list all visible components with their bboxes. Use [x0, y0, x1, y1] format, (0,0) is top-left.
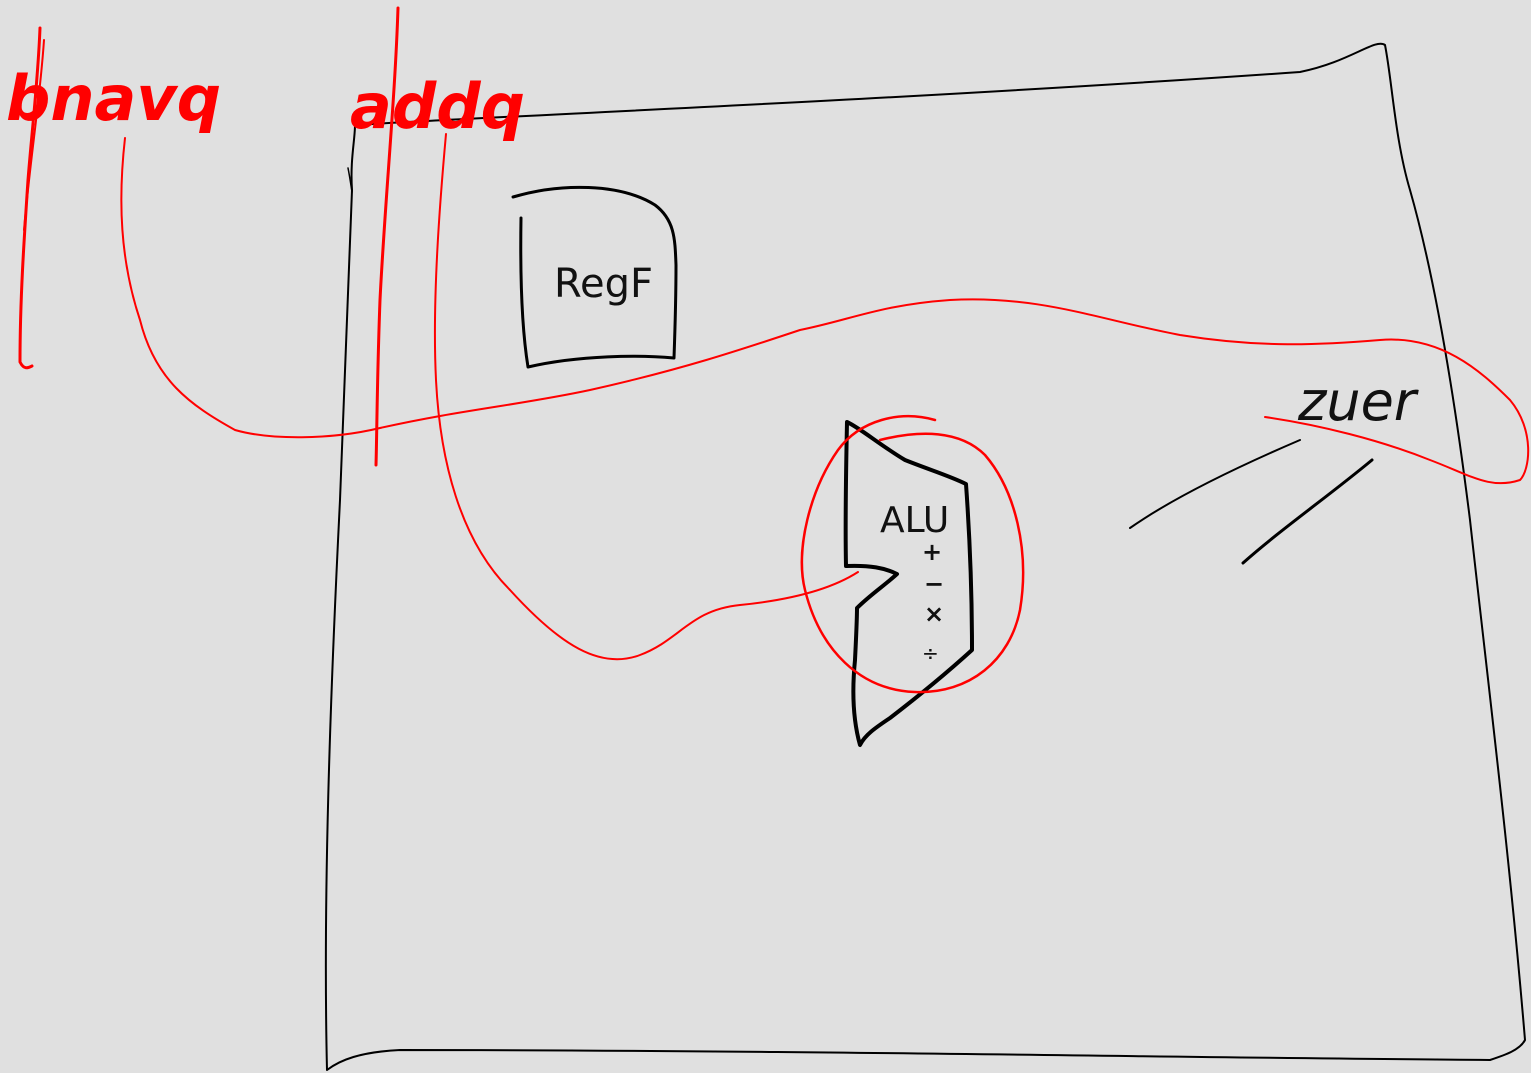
top-red-label: addq [350, 70, 525, 143]
alu-op-times: × [924, 600, 944, 628]
right-black-label: zuer [1297, 370, 1419, 433]
red-curve-addq-to-alu [433, 133, 859, 661]
red-vertical-line-left-b [23, 39, 45, 231]
red-curve-bnavq-wave [120, 137, 1530, 485]
left-red-label: bnavq [6, 62, 221, 135]
alu-op-minus: − [924, 570, 944, 598]
red-vertical-line-addq [374, 6, 400, 467]
alu-highlight-circle [800, 415, 1025, 694]
red-vertical-line-left-a [18, 26, 42, 370]
right-pointer-line-1 [1129, 439, 1301, 529]
alu-label: ALU [880, 500, 949, 541]
right-pointer-line-2 [1241, 458, 1374, 565]
alu-op-div: ÷ [922, 641, 939, 665]
outer-box-corner-tick [347, 167, 353, 193]
alu-shape [843, 420, 974, 747]
alu-op-plus: + [922, 538, 942, 566]
register-file-label: RegF [554, 261, 653, 307]
register-file-box [511, 185, 678, 369]
outer-box [324, 42, 1526, 1071]
